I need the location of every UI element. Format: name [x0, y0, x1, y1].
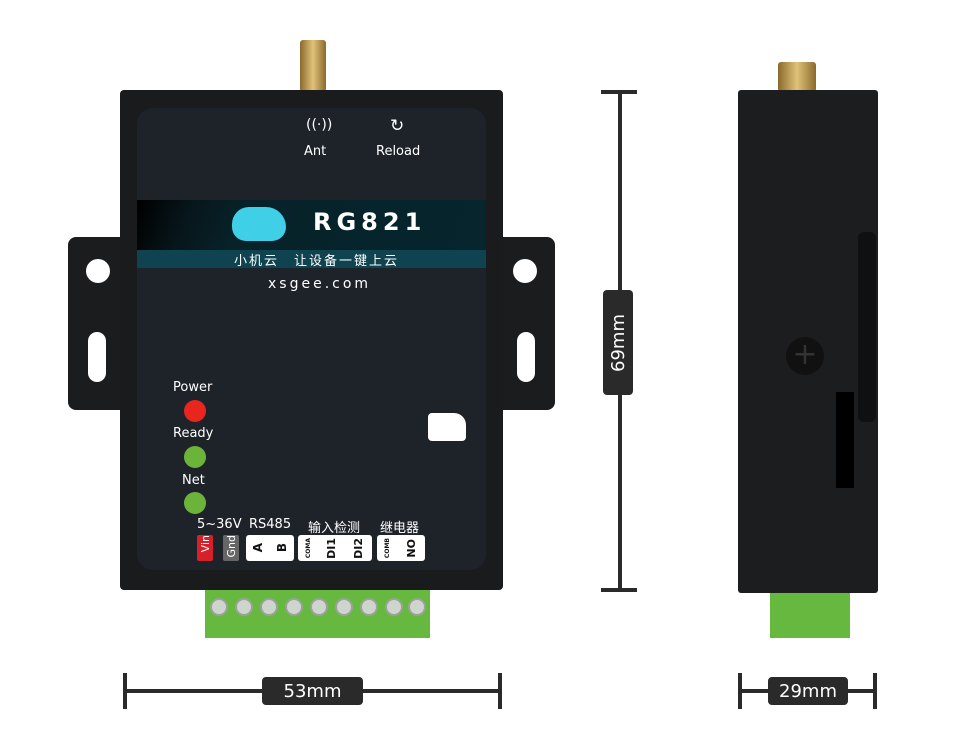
power-led — [184, 400, 206, 422]
side-clip — [858, 232, 876, 422]
mounting-ear-left — [68, 237, 128, 410]
no-text: NO — [405, 538, 418, 558]
mounting-ear-right — [495, 237, 555, 410]
model-name: RG821 — [313, 208, 427, 236]
antenna-icon: ((·)) — [306, 117, 333, 133]
relay-label: 继电器 — [380, 521, 420, 536]
height-tick-bottom — [601, 588, 637, 592]
width-tick-right — [498, 673, 502, 709]
vin-text: Vin — [198, 535, 212, 553]
rs485-label: RS485 — [249, 517, 292, 532]
website: xsgee.com — [268, 276, 372, 292]
led-label-power: Power — [173, 380, 213, 395]
led-label-net: Net — [182, 473, 205, 488]
a-text: A — [251, 543, 265, 553]
sim-card-icon — [428, 413, 466, 441]
reload-icon: ↻ — [390, 116, 405, 136]
depth-tick-right — [873, 673, 877, 709]
antenna-side — [778, 62, 816, 92]
width-tick-left — [123, 673, 127, 709]
net-led — [184, 492, 206, 514]
vin-terminal-label: Vin — [197, 535, 213, 561]
input-detect-label: 输入检测 — [308, 521, 361, 536]
b-text: B — [275, 543, 289, 553]
antenna-label: Ant — [304, 144, 327, 159]
terminal-block-front — [205, 590, 430, 638]
gnd-terminal-label: Gnd — [223, 535, 239, 561]
di1-text: DI1 — [325, 537, 339, 559]
coma-text: COMA — [304, 537, 312, 559]
led-label-ready: Ready — [173, 426, 214, 441]
width-dimension-label: 53mm — [262, 677, 363, 705]
relay-terminal-label: COMB NO — [377, 535, 425, 561]
slogan-band — [137, 250, 486, 268]
antenna-front — [300, 40, 326, 92]
di2-text: DI2 — [352, 537, 366, 559]
input-terminal-label: COMA DI1 DI2 — [298, 535, 372, 561]
depth-tick-left — [738, 673, 742, 709]
terminal-block-side — [770, 593, 850, 638]
brand-band — [137, 200, 486, 250]
height-dimension-label: 69mm — [603, 290, 633, 395]
slogan: 小机云 让设备一键上云 — [234, 254, 400, 269]
power-voltage-label: 5~36V — [197, 517, 242, 532]
reload-label: Reload — [376, 144, 421, 159]
gnd-text: Gnd — [224, 535, 238, 558]
sim-slot — [836, 392, 854, 488]
height-tick-top — [601, 90, 637, 94]
height-text: 69mm — [607, 313, 629, 372]
depth-dimension-label: 29mm — [768, 677, 848, 705]
comb-text: COMB — [384, 537, 391, 559]
cloud-logo-icon — [232, 207, 286, 241]
screw-icon: + — [786, 337, 824, 375]
ready-led — [184, 446, 206, 468]
